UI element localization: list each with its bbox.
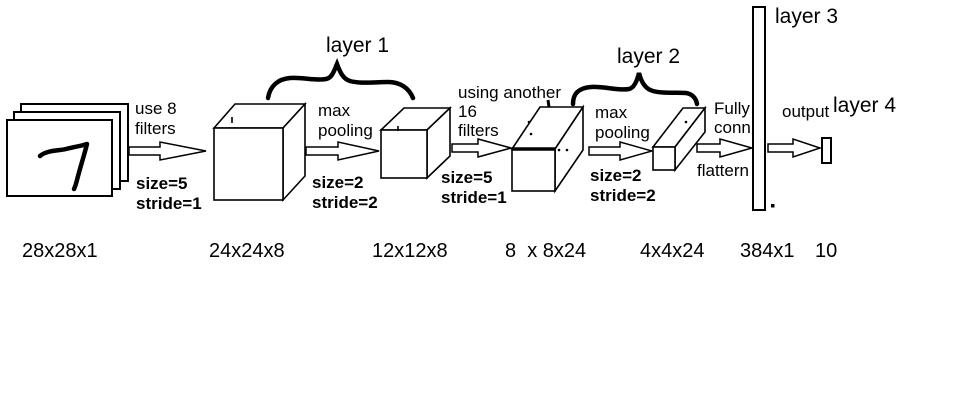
conv2-label: using another 16 filters bbox=[458, 83, 562, 140]
box2-surface-dot bbox=[684, 120, 688, 124]
pool1-feature-cube bbox=[379, 106, 452, 180]
cube2-front-face bbox=[380, 129, 428, 179]
layer1-label: layer 1 bbox=[326, 34, 390, 57]
conv1-label: use 8 filters bbox=[135, 99, 177, 138]
layer2-label: layer 2 bbox=[617, 45, 681, 68]
conv1-arrow bbox=[128, 141, 207, 161]
maxpool2-label: max pooling bbox=[595, 103, 650, 142]
pool2-feature-box bbox=[651, 105, 707, 173]
flatten-label: flattern bbox=[697, 161, 749, 180]
dim-pool2: 4x4x24 bbox=[640, 240, 705, 262]
output-arrow bbox=[767, 137, 823, 159]
maxpool2-params: size=2 stride=2 bbox=[590, 166, 656, 205]
input-image-stack bbox=[6, 103, 129, 197]
output-layer-bar bbox=[821, 137, 832, 164]
maxpool2-arrow bbox=[588, 141, 655, 161]
dim-pool1: 12x12x8 bbox=[372, 240, 448, 262]
dim-output: 10 bbox=[815, 240, 838, 262]
dim-input: 28x28x1 bbox=[22, 240, 98, 262]
flatten-arrow bbox=[696, 138, 755, 158]
box1-stray-tick bbox=[546, 99, 551, 108]
maxpool1-label: max pooling bbox=[318, 101, 373, 140]
fc-layer-bar bbox=[752, 6, 766, 211]
box1-front-face bbox=[511, 148, 556, 192]
fully-conn-label: Fully conn bbox=[714, 99, 751, 137]
cube1-front-face bbox=[213, 127, 284, 201]
dim-conv2: 8 x 8x24 bbox=[505, 240, 587, 262]
layer1-brace bbox=[265, 57, 416, 101]
box1-surface-dots bbox=[527, 120, 569, 152]
period-dot bbox=[771, 204, 775, 208]
maxpool1-arrow bbox=[305, 141, 380, 161]
conv1-feature-cube bbox=[212, 101, 307, 203]
layer3-label: layer 3 bbox=[775, 5, 839, 28]
input-sheet-front bbox=[6, 119, 113, 197]
box2-front-face bbox=[652, 146, 676, 171]
dim-fc: 384x1 bbox=[740, 240, 795, 262]
conv2-feature-box bbox=[510, 99, 585, 194]
output-label: output bbox=[782, 102, 830, 121]
conv2-params: size=5 stride=1 bbox=[441, 168, 507, 207]
dim-conv1: 24x24x8 bbox=[209, 240, 285, 262]
layer2-brace bbox=[570, 72, 700, 107]
conv1-params: size=5 stride=1 bbox=[136, 174, 202, 213]
handwritten-digit-7 bbox=[37, 141, 90, 192]
layer4-label: layer 4 bbox=[833, 94, 897, 117]
conv2-arrow bbox=[451, 138, 514, 158]
maxpool1-params: size=2 stride=2 bbox=[312, 173, 378, 212]
